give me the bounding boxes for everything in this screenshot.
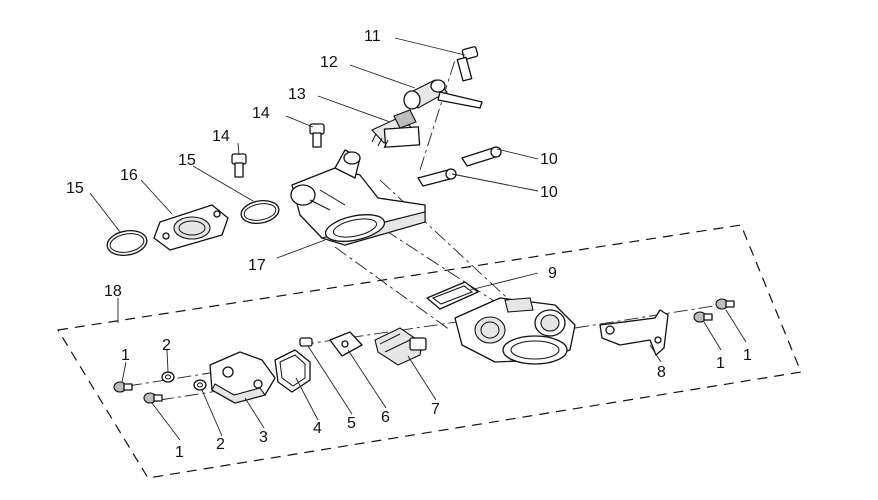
part-17-intake-manifold	[290, 149, 426, 246]
callout-14-lower: 14	[212, 128, 230, 145]
callout-18: 18	[104, 283, 122, 300]
callout-13: 13	[288, 86, 306, 103]
part-14-bolt-lower	[231, 153, 247, 178]
callout-1-left-upper: 1	[121, 347, 130, 364]
callout-15-left: 15	[66, 180, 84, 197]
part-7-sensor	[374, 327, 427, 366]
callout-8: 8	[657, 364, 666, 381]
part-15-o-ring-right	[240, 200, 280, 224]
callout-numbers: 11 12 13 14 14 10 10 15 16 15 17 9 18 1 …	[66, 28, 752, 461]
callout-1-right-b: 1	[743, 347, 752, 364]
callout-14-upper: 14	[252, 105, 270, 122]
callout-3: 3	[259, 429, 268, 446]
part-1-screw-right-a	[693, 311, 713, 323]
assembly-boundary-dashed	[57, 224, 802, 479]
centerlines	[127, 59, 721, 401]
callout-7: 7	[431, 401, 440, 418]
callout-5: 5	[347, 415, 356, 432]
part-1-screw-left-lower	[143, 392, 163, 404]
part-9-gasket	[426, 281, 479, 310]
part-16-flange	[153, 204, 229, 251]
part-4-gasket	[274, 349, 311, 393]
callout-1-left-lower: 1	[175, 444, 184, 461]
part-12-fuel-connector	[403, 79, 483, 110]
part-2-washer-lower	[193, 379, 207, 391]
callout-10-lower: 10	[540, 184, 558, 201]
part-11-bolt	[456, 46, 479, 82]
part-8-bracket	[599, 309, 669, 356]
callout-11: 11	[364, 28, 381, 45]
part-1-screw-right-b	[715, 298, 735, 310]
callout-12: 12	[320, 54, 338, 71]
leader-lines	[89, 37, 747, 441]
part-2-washer-upper	[161, 371, 175, 383]
callout-1-right-a: 1	[716, 355, 725, 372]
part-1-screw-left-upper	[113, 381, 133, 393]
callout-2-lower: 2	[216, 436, 225, 453]
callout-17: 17	[248, 257, 266, 274]
part-6-plate	[329, 331, 363, 357]
part-10-pin-upper	[461, 146, 502, 167]
callout-9: 9	[548, 265, 557, 282]
throttle-body	[454, 297, 576, 365]
part-13-fuel-injector	[371, 109, 421, 149]
callout-16: 16	[120, 167, 138, 184]
callout-10-upper: 10	[540, 151, 558, 168]
part-5-screw	[299, 337, 313, 347]
part-3-cover	[209, 351, 276, 404]
callout-15-right: 15	[178, 152, 196, 169]
part-15-o-ring-left	[106, 230, 148, 256]
part-10-pin-lower	[417, 168, 457, 187]
callout-2-upper: 2	[162, 337, 171, 354]
part-14-bolt-upper	[309, 123, 325, 148]
callout-4: 4	[313, 420, 322, 437]
callout-6: 6	[381, 409, 390, 426]
